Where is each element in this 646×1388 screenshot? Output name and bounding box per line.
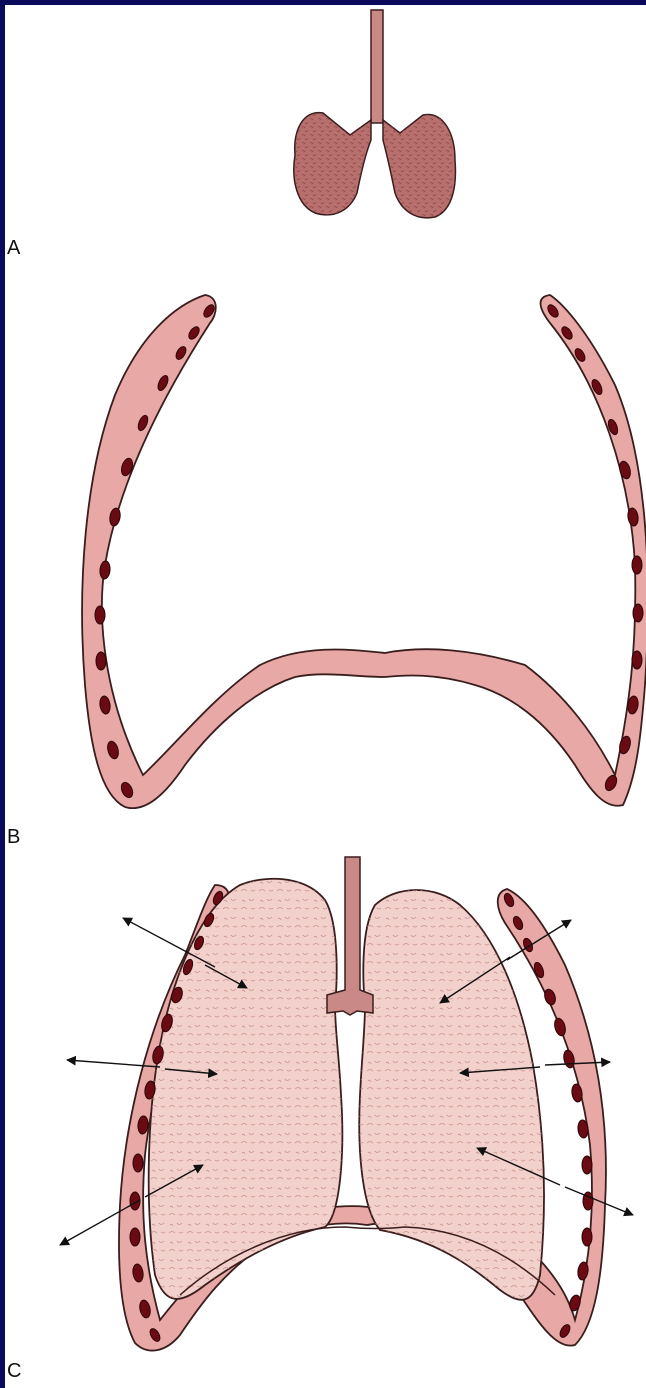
rib [96,652,106,670]
right-lung-texture [359,890,544,1300]
panel-b-chest-wall [82,295,646,808]
rib [582,1156,592,1174]
rib [133,1154,143,1172]
trachea-a [371,10,383,123]
panel-label-b: B [7,827,20,847]
rib [130,1228,140,1246]
figure-frame: A B C [5,5,646,1388]
rib [632,651,642,669]
left-chest-wall [82,295,646,808]
panel-label-c: C [7,1361,21,1381]
panel-label-a: A [7,238,20,258]
panel-c-lungs-in-chest [60,857,633,1351]
rib [95,606,105,624]
rib [632,556,642,574]
right-lung-small-texture [383,115,455,218]
rib [633,604,643,622]
lung-chest-wall-diagram [5,5,646,1388]
panel-a-collapsed-lungs [294,10,456,218]
rib [582,1228,592,1246]
left-lung-texture [149,879,343,1299]
